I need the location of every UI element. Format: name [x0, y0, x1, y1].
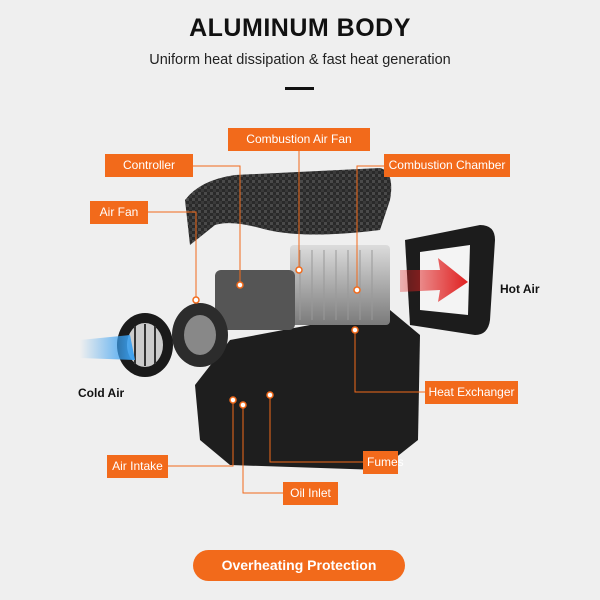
label-combustion-chamber: Combustion Chamber	[384, 154, 510, 177]
overheating-protection-button[interactable]: Overheating Protection	[193, 550, 405, 581]
leader-lines	[148, 151, 425, 494]
label-hot-air: Hot Air	[500, 282, 540, 296]
heater-body	[195, 310, 420, 470]
controller-block	[215, 270, 295, 330]
divider	[285, 87, 314, 90]
label-heat-exchanger: Heat Exchanger	[425, 381, 518, 404]
carbon-cover	[185, 168, 392, 245]
hot-air-arrow	[400, 258, 468, 302]
label-cold-air: Cold Air	[78, 386, 125, 400]
label-air-intake: Air Intake	[107, 455, 168, 478]
heat-exchanger-fins	[290, 245, 390, 325]
label-controller: Controller	[105, 154, 193, 177]
label-air-fan: Air Fan	[90, 201, 148, 224]
label-combustion-air-fan: Combustion Air Fan	[228, 128, 370, 151]
label-fumes: Fumes	[363, 451, 404, 474]
label-oil-inlet: Oil Inlet	[283, 482, 338, 505]
page-title: ALUMINUM BODY	[189, 14, 411, 42]
cold-air-arrow	[80, 335, 135, 360]
page-subtitle: Uniform heat dissipation & fast heat gen…	[149, 52, 451, 68]
